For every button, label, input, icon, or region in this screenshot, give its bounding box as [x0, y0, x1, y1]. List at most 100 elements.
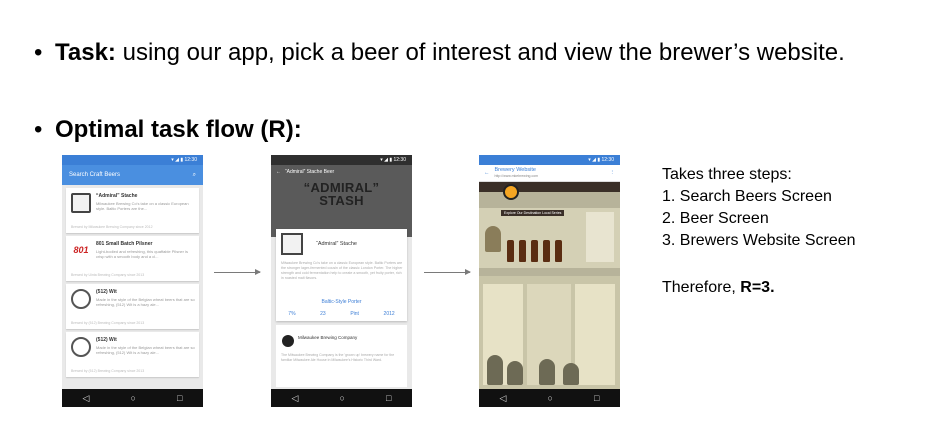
android-nav-bar: ◁ ○ □ [271, 389, 412, 407]
beer-logo [71, 337, 91, 357]
task-label: Task: [55, 39, 116, 66]
beer-card[interactable]: “Admiral” Stache Milwaukee Brewing Co's … [66, 188, 199, 233]
task-text-block: Task: using our app, pick a beer of inte… [55, 38, 875, 67]
hero-title-line: STASH [319, 193, 364, 208]
beer-description: Milwaukee Brewing Co's take on a classic… [281, 261, 403, 280]
beer-stats: 7% 23 Pint 2012 [276, 311, 407, 317]
brewer-card[interactable]: Milwaukee Brewing Company The Milwaukee … [276, 325, 407, 387]
result-line: Therefore, R=3. [662, 277, 775, 299]
flow-label: Optimal task flow (R): [55, 116, 302, 143]
beer-bottle [543, 240, 550, 262]
recents-icon[interactable]: □ [386, 393, 392, 403]
status-bar: ▾ ◢ ▮ 12:30 [271, 155, 412, 165]
app-bar: Search Craft Beers ⌕ [62, 165, 203, 185]
flow-arrow [214, 269, 261, 275]
back-arrow-icon[interactable]: ← [484, 170, 490, 176]
page-url: http://www.mkebrewing.com [494, 174, 539, 178]
beer-brewer: Brewed by (512) Brewing Company since 20… [71, 321, 145, 325]
result-value: R=3. [740, 279, 775, 296]
beer-spotlight-panel [586, 212, 614, 262]
status-bar: ▾ ◢ ▮ 12:30 [479, 155, 620, 165]
beer-name: “Admiral” Stache [96, 193, 138, 199]
content-column [575, 284, 615, 385]
website-view[interactable]: Explore Our Destination Local Series [479, 182, 620, 389]
task-description: using our app, pick a beer of interest a… [122, 39, 845, 66]
stat-ibu: 23 [320, 311, 326, 317]
screen-title: Brewery Website [494, 167, 536, 173]
site-banner: Explore Our Destination Local Series [479, 208, 620, 268]
brewery-logo [503, 184, 519, 200]
beer-brewer: Brewed by (512) Brewing Company since 20… [71, 369, 145, 373]
search-beers-screenshot: ▾ ◢ ▮ 12:30 Search Craft Beers ⌕ “Admira… [62, 155, 203, 407]
beer-description: Made in the style of the Belgian wheat b… [96, 345, 195, 355]
brewery-website-screenshot: ▾ ◢ ▮ 12:30 ← Brewery Website http://www… [479, 155, 620, 407]
hero-title-line: “ADMIRAL” [303, 180, 380, 195]
beer-description: Made in the style of the Belgian wheat b… [96, 297, 195, 307]
steps-intro: Takes three steps: [662, 166, 792, 183]
result-prefix: Therefore, [662, 279, 736, 296]
beer-name: (512) Wit [96, 289, 117, 295]
beer-name: (512) Wit [96, 337, 117, 343]
android-nav-bar: ◁ ○ □ [479, 389, 620, 407]
beer-bottle [519, 240, 526, 262]
beer-hero-image [271, 155, 412, 237]
character-figure [507, 361, 523, 385]
home-icon[interactable]: ○ [339, 393, 345, 403]
home-icon[interactable]: ○ [130, 393, 136, 403]
recents-icon[interactable]: □ [177, 393, 183, 403]
character-figure [563, 363, 579, 385]
beer-logo: 801 [71, 241, 91, 261]
overflow-menu-icon[interactable]: ⋮ [609, 170, 616, 176]
step-item: 1. Search Beers Screen [662, 188, 832, 205]
hero-title: “ADMIRAL” STASH [271, 181, 412, 207]
stat-year: 2012 [383, 311, 395, 317]
beer-bottle [531, 240, 538, 262]
beer-screen-screenshot: ▾ ◢ ▮ 12:30 ← “Admiral” Stache Beer “ADM… [271, 155, 412, 407]
recents-icon[interactable]: □ [594, 393, 600, 403]
beer-card[interactable]: (512) Wit Made in the style of the Belgi… [66, 284, 199, 329]
beer-brewer: Brewed by Uinta Brewing Company since 20… [71, 273, 145, 277]
banner-title: Explore Our Destination Local Series [501, 210, 565, 216]
step-item: 3. Brewers Website Screen [662, 232, 856, 249]
step-item: 2. Beer Screen [662, 210, 769, 227]
beer-name: 801 Small Batch Pilsner [96, 241, 153, 247]
beer-logo [71, 289, 91, 309]
app-bar: ← “Admiral” Stache Beer [271, 165, 412, 179]
back-icon[interactable]: ◁ [499, 392, 507, 403]
stat-abv: 7% [288, 311, 296, 317]
home-icon[interactable]: ○ [547, 393, 553, 403]
screen-title: Search Craft Beers [69, 172, 121, 178]
brewer-logo [282, 335, 294, 347]
beer-logo [281, 233, 303, 255]
site-header-bar [479, 182, 620, 192]
brewer-name[interactable]: Milwaukee Brewing Company [298, 335, 358, 340]
beer-card[interactable]: (512) Wit Made in the style of the Belgi… [66, 332, 199, 377]
back-icon[interactable]: ◁ [82, 392, 90, 403]
beer-name: “Admiral” Stache [316, 241, 357, 247]
status-bar: ▾ ◢ ▮ 12:30 [62, 155, 203, 165]
site-content [479, 276, 620, 389]
back-icon[interactable]: ◁ [291, 392, 299, 403]
screen-title: “Admiral” Stache Beer [285, 169, 335, 175]
beer-logo [71, 193, 91, 213]
back-arrow-icon[interactable]: ← [276, 169, 281, 175]
character-figure [539, 359, 555, 385]
stat-glass: Pint [350, 311, 359, 317]
beer-detail-panel: “Admiral” Stache Milwaukee Brewing Co's … [276, 229, 407, 321]
bullet-dot: • [34, 116, 43, 143]
android-nav-bar: ◁ ○ □ [62, 389, 203, 407]
beer-description: Light-bodied and refreshing, this quaffa… [96, 249, 188, 259]
brewer-description: The Milwaukee Brewing Company is the 'gr… [281, 353, 395, 362]
beer-description: Milwaukee Brewing Co's take on a classic… [96, 201, 189, 211]
character-figure [487, 355, 503, 385]
character-figure [485, 226, 501, 252]
app-bar: ← Brewery Website http://www.mkebrewing.… [479, 165, 620, 182]
beer-bottle [555, 240, 562, 262]
beer-style: Baltic-Style Porter [321, 299, 362, 305]
steps-notes: Takes three steps: 1. Search Beers Scree… [662, 164, 912, 252]
bullet-dot: • [34, 39, 43, 66]
search-icon[interactable]: ⌕ [192, 171, 196, 178]
beer-brewer: Brewed by Milwaukee Brewing Company sinc… [71, 225, 153, 229]
beer-card[interactable]: 801 801 Small Batch Pilsner Light-bodied… [66, 236, 199, 281]
beer-bottle [507, 240, 514, 262]
